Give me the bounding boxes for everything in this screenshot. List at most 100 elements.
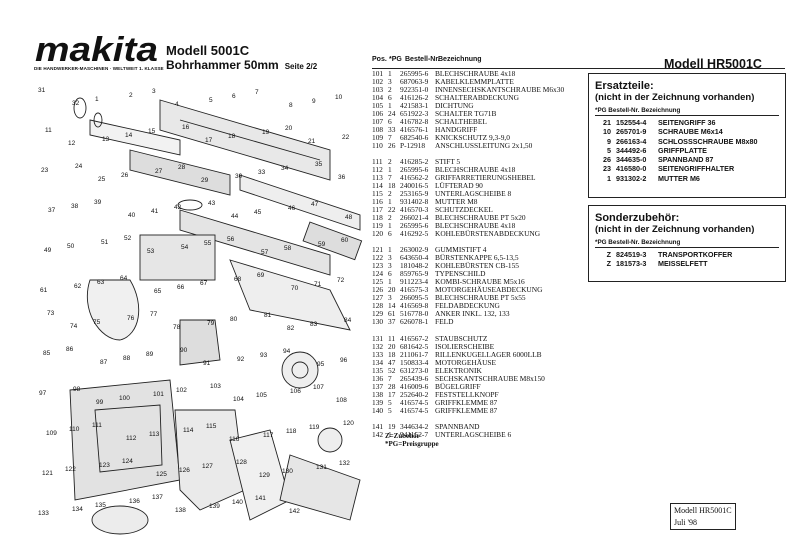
callout-number: 59 (318, 241, 326, 248)
callout-number: 88 (123, 355, 131, 362)
parts-cell-pos: 111 (372, 157, 383, 167)
parts-cell-nr: 416285-2 (400, 157, 429, 167)
accessories-box: Sonderzubehör: (nicht in der Zeichnung v… (588, 205, 786, 282)
callout-number: 53 (147, 248, 155, 255)
parts-cell-desc: SCHUTZDECKEL (435, 205, 493, 215)
spare-parts-col-header: *PG Bestell-Nr. Bezeichnung (595, 107, 681, 114)
callout-number: 95 (317, 361, 325, 368)
parts-cell-pos: 119 (372, 221, 383, 231)
parts-cell-pos: 116 (372, 197, 383, 207)
callout-number: 97 (39, 390, 47, 397)
parts-cell-nr: 265995-6 (400, 165, 429, 175)
callout-number: 66 (177, 284, 185, 291)
parts-cell-pos: 129 (372, 309, 384, 319)
legend-z: Z=Zubehör (385, 432, 420, 440)
callout-number: 20 (285, 125, 293, 132)
parts-cell-pos: 122 (372, 253, 384, 263)
parts-cell-pg: 14 (388, 301, 396, 311)
callout-number: 111 (92, 422, 102, 429)
model-right: Modell HR5001C (664, 57, 762, 71)
parts-cell-desc: TYPENSCHILD (435, 269, 486, 279)
parts-cell-pg: 2 (388, 157, 392, 167)
parts-cell-desc: BLECHSCHRAUBE PT 5x20 (435, 213, 526, 223)
callout-number: 14 (125, 132, 133, 139)
parts-cell-pg: 1 (388, 277, 392, 287)
box-item-desc: TRANSPORTKOFFER (658, 250, 733, 259)
legend-pg: *PG=Preisgruppe (385, 440, 439, 448)
callout-number: 16 (182, 124, 190, 131)
parts-cell-pos: 137 (372, 381, 384, 391)
box-item-pg: Z (606, 250, 611, 259)
parts-cell-pos: 109 (372, 133, 384, 143)
parts-cell-pg: 1 (388, 165, 392, 175)
title-text: Bohrhammer 50mm (166, 58, 279, 72)
parts-cell-pg: 7 (388, 373, 392, 383)
parts-cell-pg: 3 (388, 253, 392, 263)
callout-number: 32 (72, 100, 80, 107)
parts-cell-desc: BÜRSTENKAPPE 6,5-13,5 (435, 253, 519, 263)
callout-number: 75 (93, 319, 101, 326)
parts-cell-pos: 106 (372, 109, 384, 119)
callout-number: 24 (75, 163, 83, 170)
callout-number: 107 (313, 384, 324, 391)
callout-number: 31 (38, 87, 46, 94)
callout-number: 137 (152, 494, 163, 501)
callout-number: 44 (231, 213, 239, 220)
box-item-pg: 21 (603, 118, 611, 127)
callout-number: 35 (315, 161, 323, 168)
callout-number: 121 (42, 470, 53, 477)
callout-number: 65 (154, 288, 162, 295)
callout-number: 72 (337, 277, 345, 284)
parts-cell-desc: SCHALTERABDECKUNG (435, 93, 519, 103)
callout-number: 129 (259, 472, 270, 479)
parts-cell-nr: 626078-1 (400, 317, 429, 327)
callout-number: 113 (149, 431, 160, 438)
parts-cell-nr: 416562-2 (400, 173, 429, 183)
parts-cell-desc: FESTSTELLKNOPF (435, 389, 499, 399)
callout-number: 56 (227, 236, 235, 243)
callout-number: 142 (289, 508, 300, 515)
spare-parts-subtitle: (nicht in der Zeichnung vorhanden) (595, 92, 755, 103)
parts-cell-nr: 150833-4 (400, 357, 429, 367)
parts-cell-pos: 142 (372, 429, 384, 439)
parts-cell-pg: 22 (388, 205, 396, 215)
callout-number: 110 (69, 426, 80, 433)
callout-number: 133 (38, 510, 49, 517)
parts-cell-desc: ANSCHLUSSLEITUNG 2x1,50 (435, 141, 533, 151)
parts-cell-pg: 61 (388, 309, 396, 319)
parts-cell-nr: 931402-8 (400, 197, 429, 207)
callout-number: 6 (232, 93, 236, 100)
callout-number: 36 (338, 174, 346, 181)
parts-cell-desc: SCHALTHEBEL (435, 117, 487, 127)
parts-cell-desc: ANKER INKL. 132, 133 (435, 309, 510, 319)
makita-logo: makita (34, 32, 160, 66)
parts-cell-pos: 112 (372, 165, 383, 175)
parts-cell-desc: SCHALTER TG71B (435, 109, 497, 119)
brand-tagline: DIE HANDWERKER-MASCHINEN · WELTWEIT 1. K… (34, 66, 164, 71)
parts-cell-desc: RILLENKUGELLAGER 6000LLB (435, 349, 542, 359)
parts-cell-pos: 104 (372, 93, 384, 103)
callout-number: 99 (96, 399, 104, 406)
parts-cell-nr: 181048-2 (400, 261, 429, 271)
parts-cell-pg: 18 (388, 181, 396, 191)
callout-number: 106 (290, 388, 301, 395)
parts-cell-desc: DICHTUNG (435, 101, 474, 111)
callout-number: 96 (340, 357, 348, 364)
box-item-pg: 26 (603, 155, 611, 165)
callout-number: 7 (255, 89, 259, 96)
callout-number: 28 (178, 164, 186, 171)
parts-cell-pos: 141 (372, 421, 384, 431)
parts-cell-desc: LÜFTERAD 90 (435, 181, 483, 191)
callout-number: 98 (73, 386, 81, 393)
parts-cell-pg: 1 (388, 245, 392, 255)
parts-cell-nr: 416570-3 (400, 205, 429, 215)
parts-cell-pos: 108 (372, 125, 384, 135)
parts-cell-nr: 344634-2 (400, 421, 429, 431)
